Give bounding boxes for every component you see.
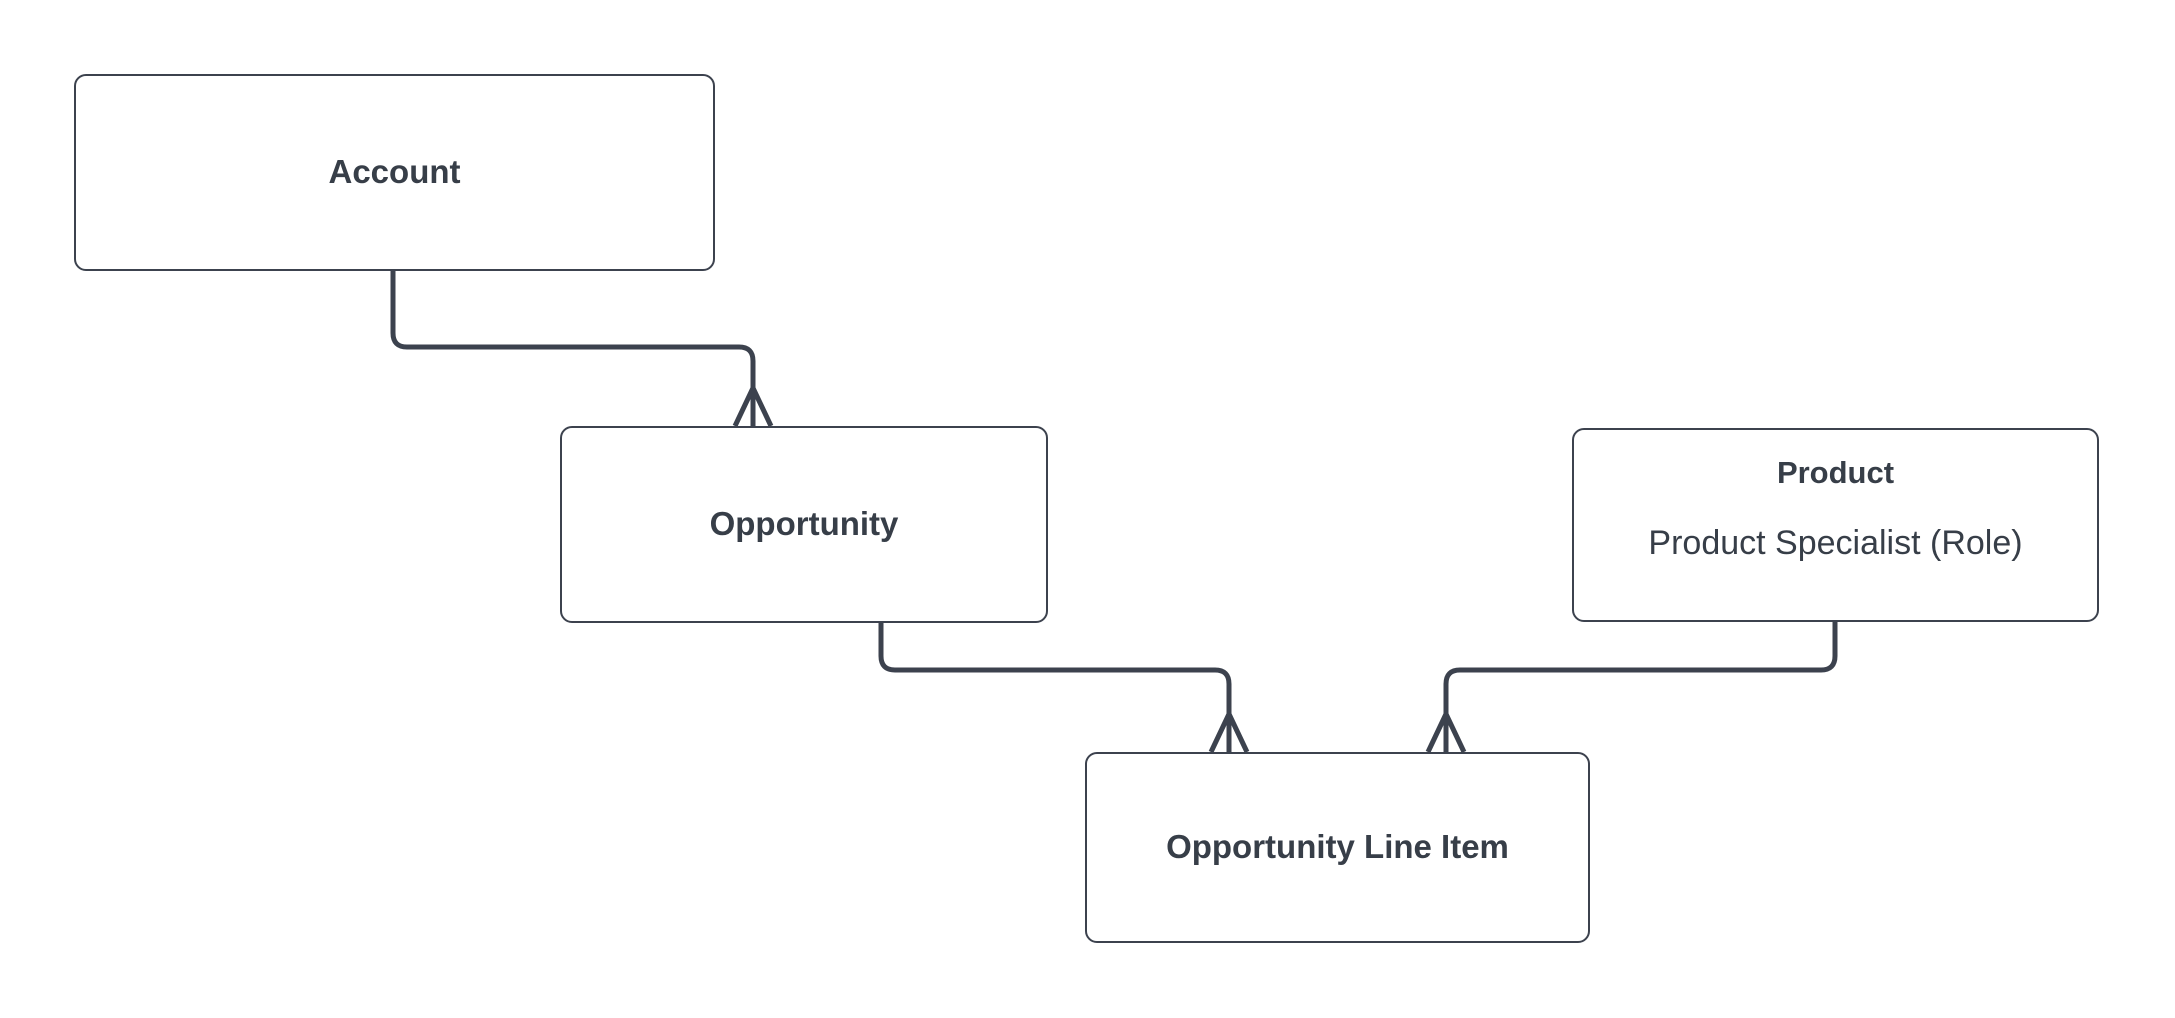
entity-subtitle: Product Specialist (Role) bbox=[1648, 524, 2023, 563]
entity-node-product[interactable]: Product Product Specialist (Role) bbox=[1572, 428, 2099, 622]
entity-title: Product bbox=[1776, 455, 1895, 490]
crowsfoot-account-to-opportunity bbox=[732, 386, 774, 428]
entity-node-opportunity[interactable]: Opportunity bbox=[560, 426, 1048, 623]
edge-product-to-line-item bbox=[1443, 622, 1838, 752]
entity-title: Account bbox=[328, 153, 461, 191]
entity-node-opportunity-line-item[interactable]: Opportunity Line Item bbox=[1085, 752, 1590, 943]
edge-opportunity-to-line-item bbox=[878, 623, 1232, 752]
crowsfoot-opportunity-to-line-item bbox=[1208, 712, 1250, 754]
edge-account-to-opportunity bbox=[390, 271, 756, 426]
entity-title: Opportunity Line Item bbox=[1166, 828, 1509, 866]
crowsfoot-product-to-line-item bbox=[1425, 712, 1467, 754]
entity-node-account[interactable]: Account bbox=[74, 74, 715, 271]
entity-title: Opportunity bbox=[709, 505, 899, 543]
